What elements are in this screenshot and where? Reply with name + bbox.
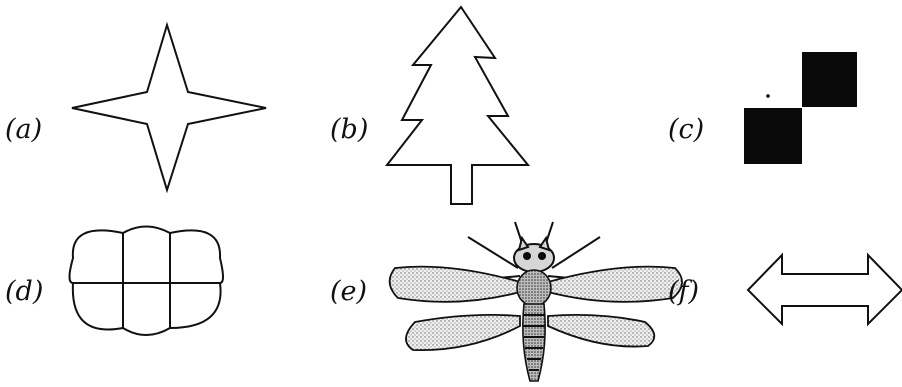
label-e: (e)	[330, 276, 367, 307]
label-c: (c)	[668, 114, 704, 145]
six-lobed-cloud-grid	[70, 227, 224, 336]
dragonfly-eye-left	[523, 252, 531, 260]
wing-lower-left	[406, 315, 520, 350]
dragonfly	[390, 222, 682, 381]
label-f: (f)	[668, 276, 699, 307]
double-headed-arrow	[748, 255, 902, 324]
fir-tree-outline	[387, 7, 528, 204]
label-b: (b)	[330, 114, 368, 145]
wing-upper-right	[548, 267, 682, 302]
wing-lower-right	[548, 315, 654, 347]
dragonfly-thorax	[517, 270, 551, 306]
wing-upper-left	[390, 267, 520, 302]
speck-dot	[766, 94, 770, 98]
dragonfly-eye-right	[538, 252, 546, 260]
label-d: (d)	[5, 276, 43, 307]
four-pointed-star	[72, 25, 266, 190]
black-square-lower	[744, 108, 802, 164]
label-a: (a)	[5, 114, 42, 145]
black-square-upper	[802, 52, 857, 107]
